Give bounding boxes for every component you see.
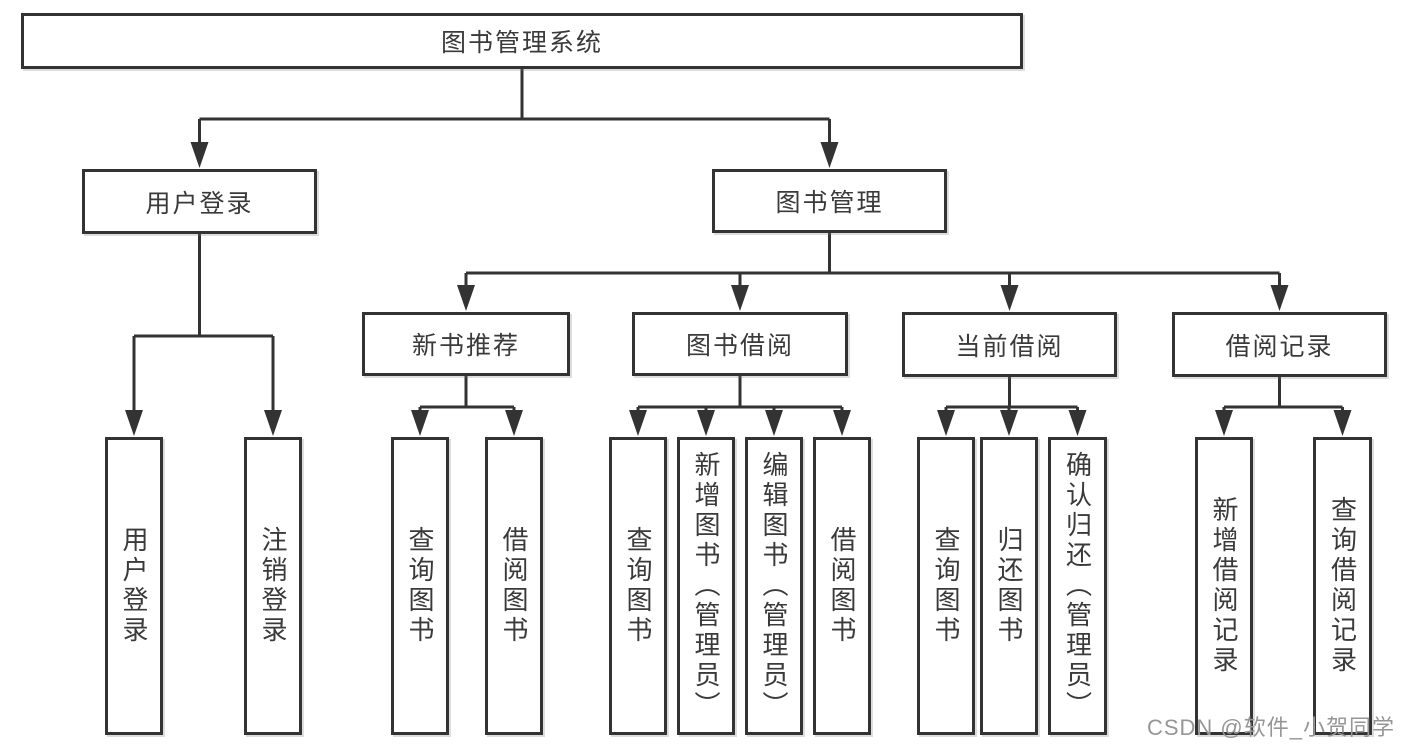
node-user-login: 用户登录 [82,169,317,234]
node-label-leaf-user-login: 用户登录 [119,526,149,646]
node-label-leaf-bb-edit: 编辑图书（管理员） [759,451,789,721]
node-leaf-bb-edit: 编辑图书（管理员） [745,437,803,735]
node-root: 图书管理系统 [21,13,1023,69]
node-label-new-book-rec: 新书推荐 [411,332,520,360]
node-leaf-br-add: 新增借阅记录 [1195,437,1253,735]
node-label-leaf-rec-borrow: 借阅图书 [499,526,529,646]
node-book-mgmt: 图书管理 [712,169,947,233]
node-label-leaf-bb-add: 新增图书（管理员） [691,451,721,721]
node-label-leaf-rec-query: 查询图书 [405,526,435,646]
node-leaf-logout: 注销登录 [244,437,302,735]
node-leaf-cb-return: 归还图书 [980,437,1038,735]
node-label-leaf-bb-query: 查询图书 [623,526,653,646]
node-label-leaf-cb-return: 归还图书 [994,526,1024,646]
node-book-borrow: 图书借阅 [632,312,848,376]
node-label-current-borrow: 当前借阅 [955,332,1064,361]
node-label-leaf-br-query: 查询借阅记录 [1327,496,1358,676]
node-label-borrow-records: 借阅记录 [1225,332,1334,361]
arrowhead-icon [1215,410,1233,436]
node-leaf-cb-confirm: 确认归还（管理员） [1048,437,1107,735]
arrowhead-icon [629,410,647,436]
arrowhead-icon [125,410,143,436]
node-new-book-rec: 新书推荐 [362,312,570,376]
arrowhead-icon [833,410,851,436]
node-current-borrow: 当前借阅 [902,312,1117,377]
connector-user-login [132,234,275,431]
node-leaf-bb-query: 查询图书 [609,437,667,735]
node-label-leaf-logout: 注销登录 [258,526,288,646]
arrowhead-icon [820,142,839,168]
node-leaf-rec-query: 查询图书 [391,437,449,735]
arrowhead-icon [765,410,783,436]
connector-book-borrow [636,376,844,431]
node-borrow-records: 借阅记录 [1172,312,1387,377]
node-leaf-bb-borrow: 借阅图书 [813,437,871,735]
node-leaf-user-login: 用户登录 [105,437,163,735]
node-label-leaf-bb-borrow: 借阅图书 [827,526,857,646]
node-leaf-br-query: 查询借阅记录 [1313,437,1372,735]
node-label-root: 图书管理系统 [440,29,603,57]
arrowhead-icon [937,410,955,436]
arrowhead-icon [505,410,523,436]
node-label-leaf-br-add: 新增借阅记录 [1209,496,1239,676]
arrowhead-icon [1270,285,1289,311]
arrowhead-icon [411,410,429,436]
arrowhead-icon [1000,285,1019,311]
arrowhead-icon [1068,410,1087,436]
node-leaf-bb-add: 新增图书（管理员） [677,437,735,735]
arrowhead-icon [731,285,749,311]
arrowhead-icon [190,142,209,168]
connector-new-book-rec [418,376,516,431]
arrowhead-icon [1000,410,1018,436]
node-label-leaf-cb-query: 查询图书 [931,526,961,646]
arrowhead-icon [264,410,282,436]
connector-root [198,69,831,163]
node-label-leaf-cb-confirm: 确认归还（管理员） [1062,451,1093,721]
node-leaf-rec-borrow: 借阅图书 [485,437,543,735]
node-label-user-login: 用户登录 [145,189,254,218]
node-leaf-cb-query: 查询图书 [917,437,975,735]
arrowhead-icon [1333,410,1352,436]
connector-borrow-records [1222,377,1344,431]
arrowhead-icon [457,285,475,311]
node-label-book-borrow: 图书借阅 [685,332,794,360]
connector-book-mgmt [464,233,1281,306]
node-label-book-mgmt: 图书管理 [775,189,884,217]
arrowhead-icon [697,410,715,436]
watermark: CSDN @软件_小贺同学 [1146,715,1395,740]
